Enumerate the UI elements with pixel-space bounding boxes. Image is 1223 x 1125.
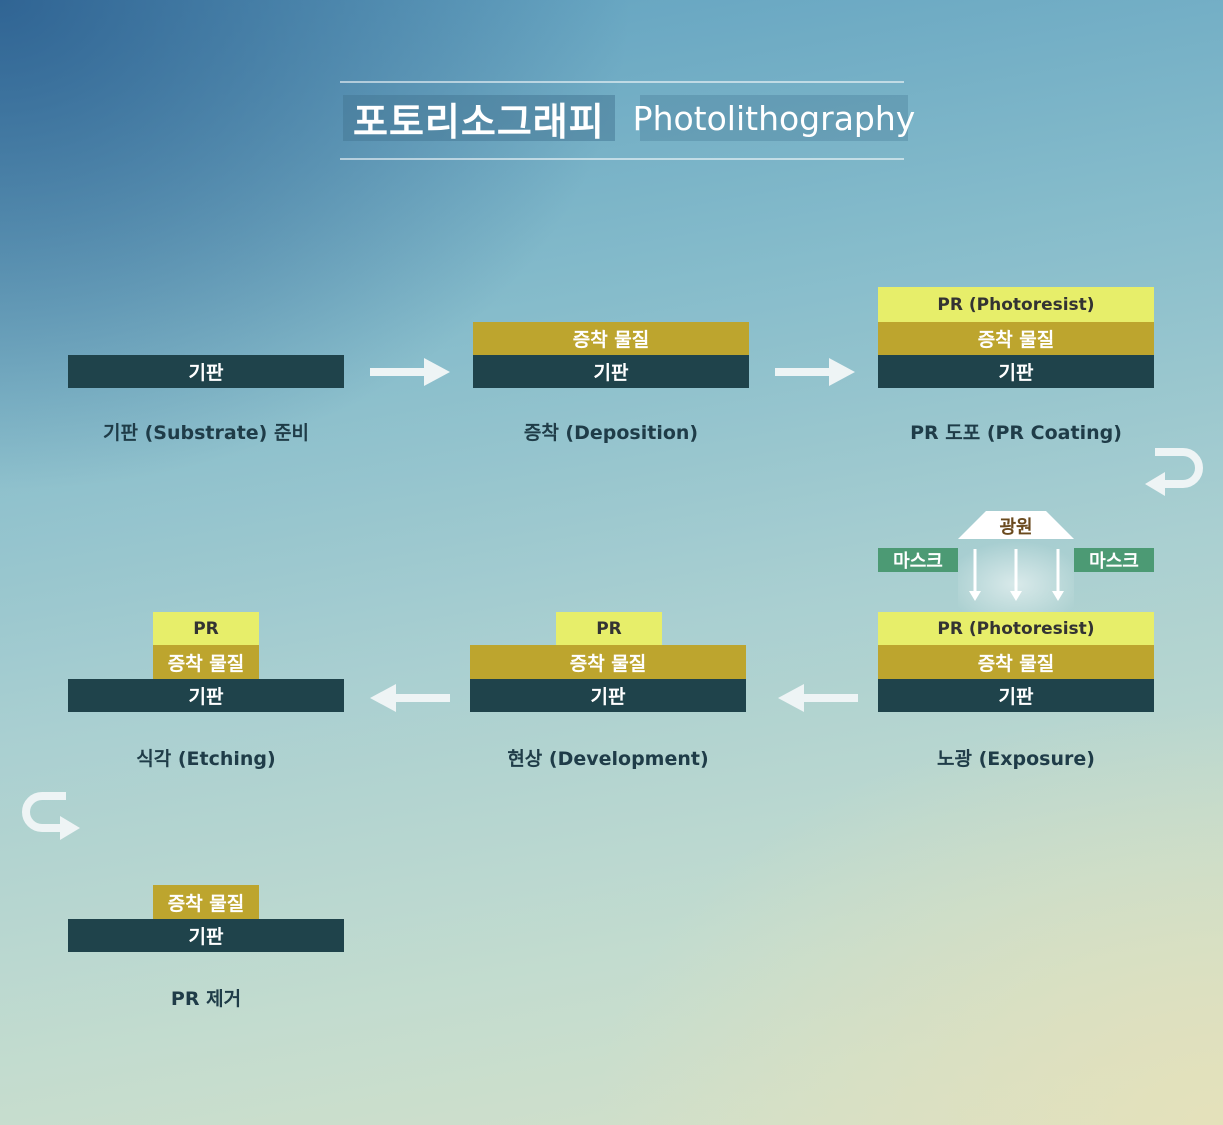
step4-deposition: 증착 물질 — [878, 645, 1154, 679]
light-source-shape — [958, 511, 1074, 539]
u-turn-arrow-icon — [22, 792, 80, 840]
step6-deposition: 증착 물질 — [153, 645, 259, 679]
step2-caption: 증착 (Deposition) — [523, 422, 699, 444]
arrow-left-icon — [370, 684, 450, 712]
step7-caption: PR 제거 — [170, 988, 242, 1010]
step3-photoresist: PR (Photoresist) — [878, 287, 1154, 322]
u-turn-arrow-icon — [1145, 448, 1203, 496]
step4-substrate: 기판 — [878, 679, 1154, 712]
light-rays-icon — [958, 541, 1074, 613]
step4-photoresist: PR (Photoresist) — [878, 612, 1154, 645]
step5-deposition: 증착 물질 — [470, 645, 746, 679]
light-source-label: 광원 — [999, 517, 1033, 538]
step4-caption: 노광 (Exposure) — [937, 748, 1095, 770]
step2-deposition: 증착 물질 — [473, 322, 749, 355]
step5-substrate: 기판 — [470, 679, 746, 712]
step6-caption: 식각 (Etching) — [136, 748, 276, 770]
step6-substrate: 기판 — [68, 679, 344, 712]
arrow-right-icon — [775, 358, 855, 386]
step6-photoresist: PR — [153, 612, 259, 645]
arrow-right-icon — [370, 358, 450, 386]
title-frame — [340, 81, 904, 160]
arrow-left-icon — [778, 684, 858, 712]
title-korean: 포토리소그래피 — [343, 95, 615, 144]
step3-substrate: 기판 — [878, 355, 1154, 388]
step7-substrate: 기판 — [68, 919, 344, 952]
step5-caption: 현상 (Development) — [507, 748, 709, 770]
step5-photoresist: PR — [556, 612, 662, 645]
title-english: Photolithography — [633, 95, 915, 141]
step3-deposition: 증착 물질 — [878, 322, 1154, 355]
step2-substrate: 기판 — [473, 355, 749, 388]
step7-deposition: 증착 물질 — [153, 885, 259, 919]
mask-right: 마스크 — [1074, 548, 1154, 572]
step3-caption: PR 도포 (PR Coating) — [910, 422, 1122, 444]
step1-substrate: 기판 — [68, 355, 344, 388]
step1-caption: 기판 (Substrate) 준비 — [103, 422, 309, 444]
mask-left: 마스크 — [878, 548, 958, 572]
